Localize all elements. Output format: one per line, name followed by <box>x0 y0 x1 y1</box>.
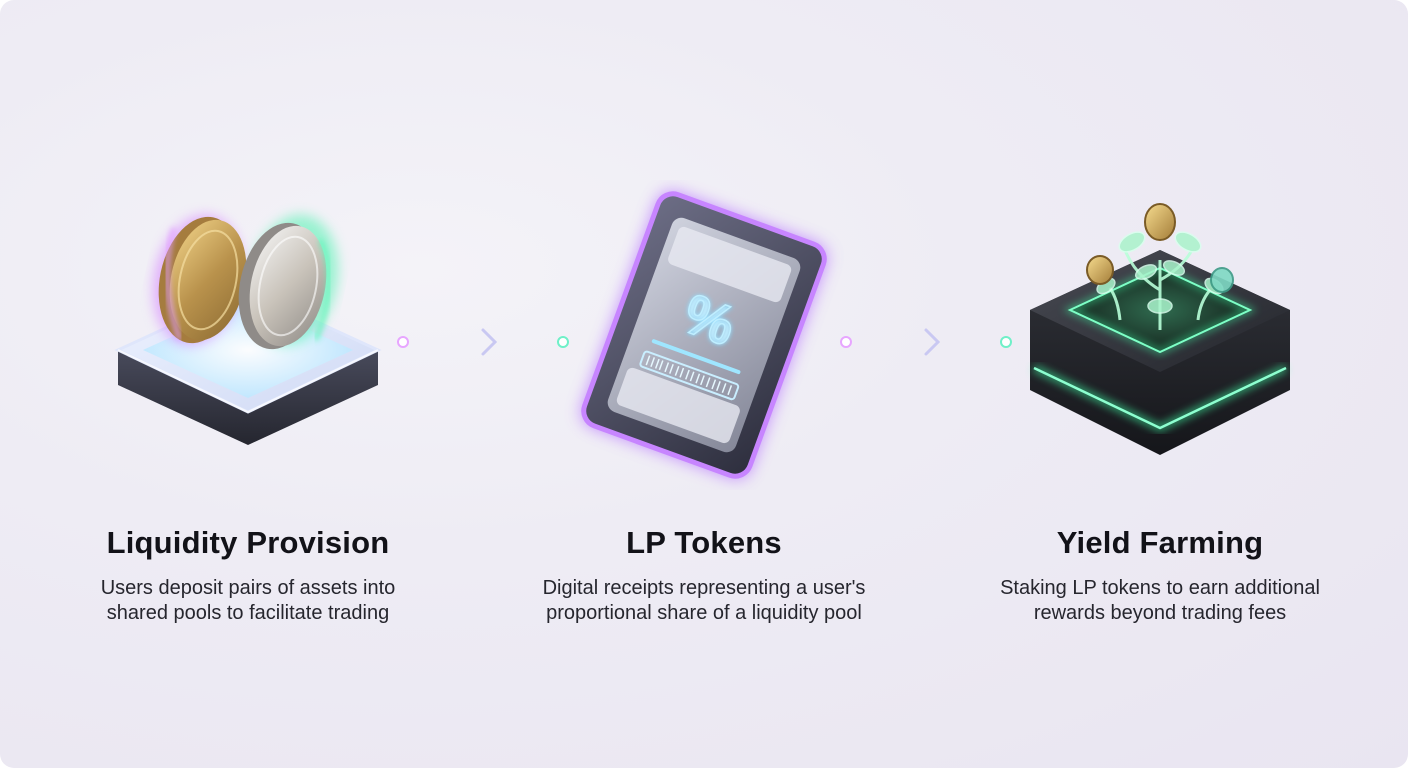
stage-description-line: Digital receipts representing a user's <box>542 577 866 599</box>
stage-description: Users deposit pairs of assets into share… <box>48 576 448 626</box>
stage-description-line: shared pools to facilitate trading <box>106 602 390 624</box>
stage-liquidity-provision: Liquidity Provision Users deposit pairs … <box>48 0 448 768</box>
flow-arrow-connector <box>836 320 1016 364</box>
stage-description: Digital receipts representing a user's p… <box>504 576 904 626</box>
stage-description-line: Staking LP tokens to earn additional <box>1000 577 1320 599</box>
flow-arrow-connector <box>393 320 573 364</box>
percent-receipt-token-icon: % % <box>504 180 904 490</box>
stage-description-line: rewards beyond trading fees <box>1033 602 1287 624</box>
plant-growing-coins-icon <box>960 180 1360 490</box>
stage-description-line: Users deposit pairs of assets into <box>100 577 396 599</box>
stage-title: Liquidity Provision <box>106 525 390 560</box>
stage-description: Staking LP tokens to earn additional rew… <box>960 576 1360 626</box>
stage-title: LP Tokens <box>626 525 782 560</box>
stage-description-line: proportional share of a liquidity pool <box>546 602 862 624</box>
stage-yield-farming: Yield Farming Staking LP tokens to earn … <box>960 0 1360 768</box>
stage-lp-tokens: % % <box>504 0 904 768</box>
stage-title: Yield Farming <box>1056 525 1264 560</box>
coins-on-pool-icon <box>48 180 448 490</box>
